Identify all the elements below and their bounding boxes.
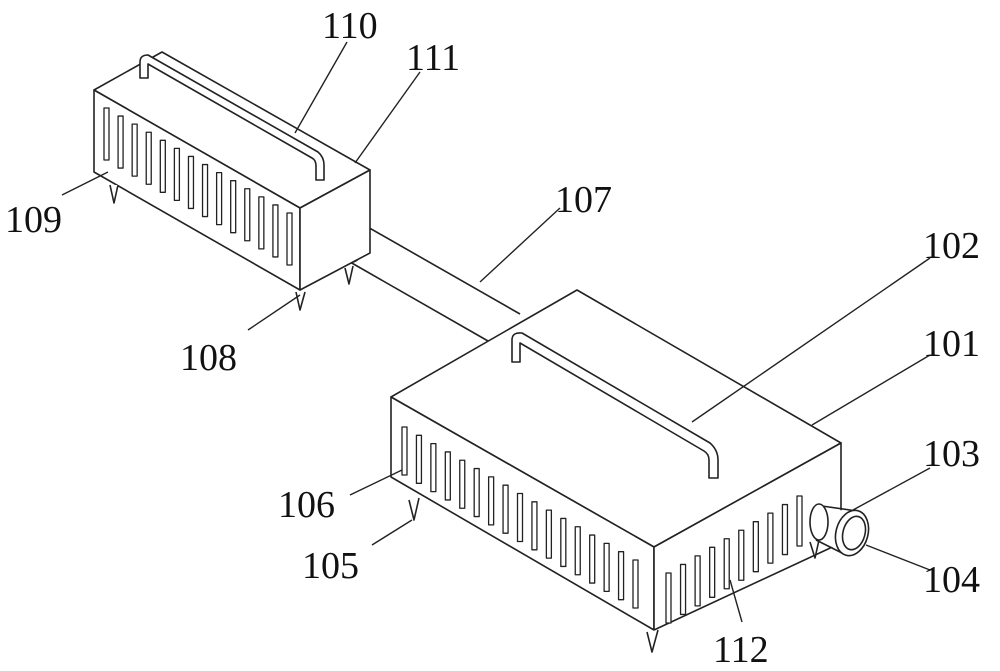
label-105: 105 [302, 545, 359, 587]
vent-slot [474, 469, 479, 517]
vent-slot [231, 181, 236, 233]
vent-slot [633, 560, 638, 608]
label-110: 110 [322, 5, 378, 47]
foot [110, 185, 118, 203]
label-112: 112 [713, 629, 769, 671]
vent-slot [590, 535, 595, 583]
vent-slot [619, 552, 624, 600]
vent-slot [118, 116, 123, 168]
vent-slot [710, 547, 715, 597]
label-104: 104 [923, 559, 980, 601]
vent-slot [666, 573, 671, 623]
vent-slot [416, 435, 421, 483]
vent-slot [575, 527, 580, 575]
vent-slot [532, 502, 537, 550]
vent-slot [188, 156, 193, 208]
vent-slot [768, 513, 773, 563]
main-box [391, 290, 841, 652]
vent-slot [174, 148, 179, 200]
vent-slot [104, 108, 109, 160]
vent-slot [561, 518, 566, 566]
label-102: 102 [923, 225, 980, 267]
foot [647, 630, 658, 652]
vent-slot [739, 530, 744, 580]
vent-slot [259, 197, 264, 249]
label-111: 111 [406, 37, 460, 79]
vent-slot [203, 165, 208, 217]
label-101: 101 [923, 323, 980, 365]
label-103: 103 [923, 433, 980, 475]
vent-slot [753, 522, 758, 572]
vent-slot [546, 510, 551, 558]
vent-slot [797, 496, 802, 546]
vent-slot [217, 173, 222, 225]
vent-slot [287, 213, 292, 265]
vent-slot [445, 452, 450, 500]
vent-slot [518, 494, 523, 542]
foot [296, 292, 305, 310]
vent-slot [681, 564, 686, 614]
vent-slot [489, 477, 494, 525]
label-109: 109 [5, 199, 62, 241]
vent-slot [460, 460, 465, 508]
vent-slot [431, 444, 436, 492]
foot [409, 498, 419, 520]
vent-slot [503, 485, 508, 533]
vent-slot [402, 427, 407, 475]
vent-slot [782, 505, 787, 555]
vent-slot [160, 140, 165, 192]
vent-slot [695, 556, 700, 606]
vent-slot [604, 543, 609, 591]
foot [345, 266, 353, 284]
vent-slot [146, 132, 151, 184]
label-107: 107 [555, 179, 612, 221]
vent-slot [132, 124, 137, 176]
vent-slot [245, 189, 250, 241]
vent-slot [724, 539, 729, 589]
label-106: 106 [278, 484, 335, 526]
label-108: 108 [180, 337, 237, 379]
small-box [94, 52, 370, 310]
vent-slot [273, 205, 278, 257]
